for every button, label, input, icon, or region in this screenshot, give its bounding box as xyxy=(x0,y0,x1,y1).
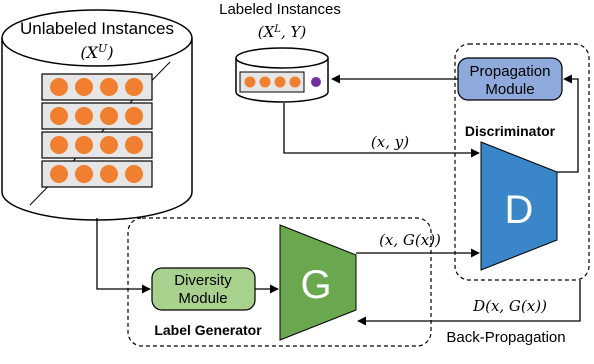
unlabeled-instance-dot xyxy=(100,107,118,125)
generator-letter: G xyxy=(300,263,331,307)
unlabeled-instance-dot xyxy=(75,136,93,154)
unlabeled-instance-dot xyxy=(100,136,118,154)
unlabeled-instance-dot xyxy=(50,136,68,154)
label-dot xyxy=(311,77,321,87)
propagation-line2: Module xyxy=(485,81,534,98)
edge-label-xy: (x, y) xyxy=(371,133,409,151)
unlabeled-instance-dot xyxy=(50,165,68,183)
edge-label-xgx: (x, G(x)) xyxy=(379,231,441,249)
generator-block xyxy=(279,224,357,341)
generator-title: Label Generator xyxy=(154,322,262,338)
unlabeled-instance-dot xyxy=(75,165,93,183)
unlabeled-instance-dot xyxy=(100,165,118,183)
unlabeled-instance-dot xyxy=(50,107,68,125)
labeled-instance-dot xyxy=(274,76,286,88)
edge-unlabeled-to-diversity xyxy=(96,218,151,294)
propagation-line1: Propagation xyxy=(470,63,551,80)
unlabeled-title: Unlabeled Instances xyxy=(20,19,174,38)
unlabeled-instance-dot xyxy=(75,78,93,96)
labeled-instance-dot xyxy=(259,76,271,88)
unlabeled-instance-dot xyxy=(125,107,143,125)
generator-group xyxy=(127,217,432,347)
unlabeled-rows xyxy=(29,61,171,206)
labeled-cylinder xyxy=(235,47,329,103)
edge-label-backprop: Back-Propagation xyxy=(446,329,565,346)
edge-label-dxgx: D(x, G(x)) xyxy=(472,297,547,315)
unlabeled-instance-dot xyxy=(75,107,93,125)
unlabeled-instance-dot xyxy=(125,165,143,183)
diversity-line1: Diversity xyxy=(174,272,232,289)
unlabeled-instance-dot xyxy=(50,78,68,96)
discriminator-letter: D xyxy=(505,188,534,232)
labeled-dots xyxy=(244,76,321,88)
labeled-instance-dot xyxy=(244,76,256,88)
labeled-row xyxy=(239,71,305,93)
labeled-symbol: (XL, Y) xyxy=(258,23,307,41)
labeled-title: Labeled Instances xyxy=(219,1,341,18)
unlabeled-instance-dot xyxy=(125,78,143,96)
unlabeled-instance-dot xyxy=(100,78,118,96)
unlabeled-symbol: (XU) xyxy=(80,42,113,63)
labeled-instance-dot xyxy=(289,76,301,88)
diversity-line2: Module xyxy=(178,290,227,307)
discriminator-title: Discriminator xyxy=(465,123,556,139)
discriminator-block xyxy=(480,141,558,271)
edge-discriminator-to-propagation xyxy=(557,74,579,173)
edge-labeled-to-discriminator xyxy=(283,103,480,158)
unlabeled-instance-dot xyxy=(125,136,143,154)
discriminator-group xyxy=(454,43,590,281)
edge-backpropagation xyxy=(357,280,581,326)
